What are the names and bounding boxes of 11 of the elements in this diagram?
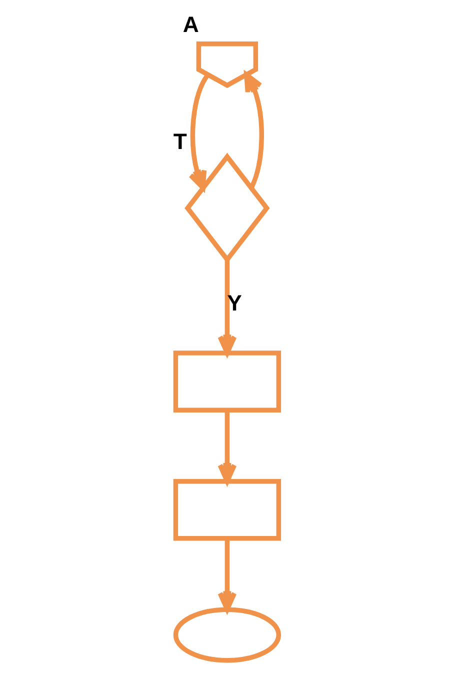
- node-label: A: [182, 12, 198, 37]
- arrow: [244, 72, 264, 189]
- arrow: [188, 73, 210, 190]
- node-box: [172, 478, 281, 541]
- node-diamond: [184, 152, 270, 264]
- node-box: [172, 350, 281, 412]
- arrow: [217, 410, 236, 484]
- node-label: T: [172, 129, 186, 154]
- arrow: [217, 538, 236, 612]
- node-pentagon: [196, 41, 258, 88]
- node-ellipse: [172, 607, 281, 663]
